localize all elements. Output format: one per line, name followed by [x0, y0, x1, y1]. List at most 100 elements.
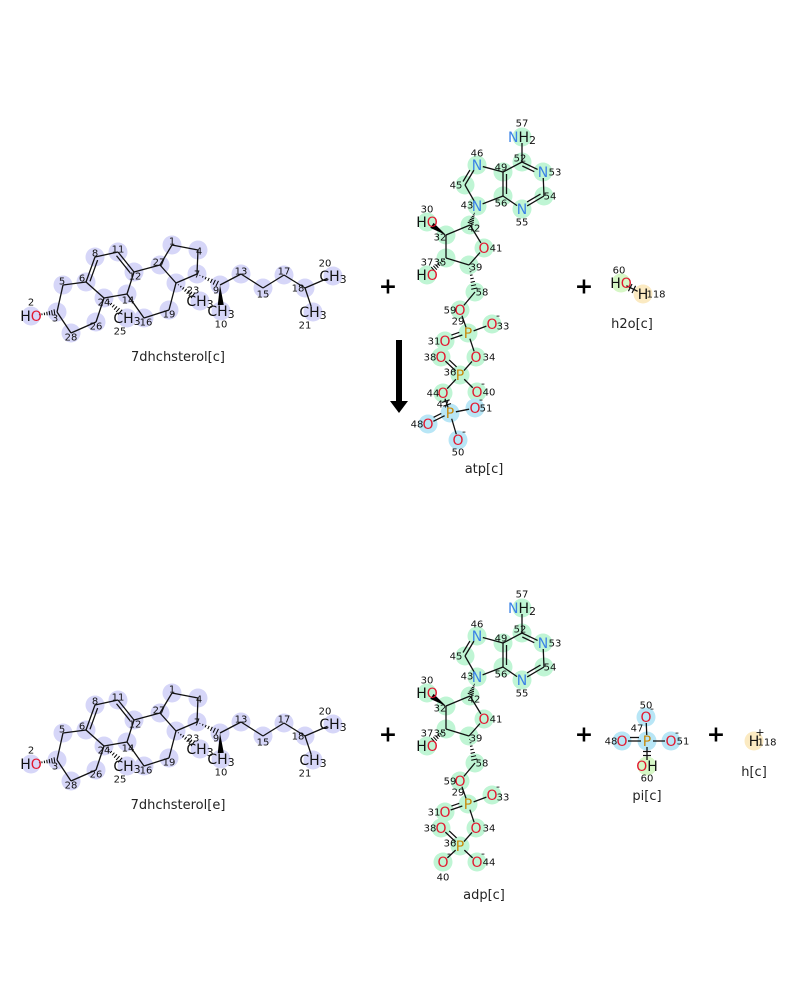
hash-bond	[177, 284, 180, 286]
single-bond	[482, 636, 504, 644]
atom-number: 31	[428, 337, 441, 348]
single-bond	[219, 721, 242, 734]
hash-bond	[470, 751, 475, 754]
single-bond	[521, 632, 538, 642]
single-bond	[542, 648, 545, 668]
atom-highlight	[303, 750, 323, 770]
atom-number: 20	[319, 259, 332, 270]
atom-number: 14	[122, 744, 135, 755]
atom-16: 16	[140, 766, 153, 777]
single-bond	[463, 378, 474, 389]
atom-highlight	[211, 749, 231, 769]
atom-highlight	[611, 273, 631, 293]
atom-52: 52	[514, 625, 527, 636]
atom-number: 42	[468, 224, 481, 235]
atom-number: 58	[476, 759, 489, 770]
hash-bond	[117, 757, 123, 763]
atom-number: 26	[90, 770, 103, 781]
single-bond	[304, 277, 328, 289]
hash-bond	[468, 220, 474, 224]
atom-36: P36	[444, 368, 465, 385]
hash-bond	[467, 692, 474, 696]
atom-number: 1	[169, 237, 175, 248]
atom-symbol: HO	[20, 309, 42, 325]
atom-number: 51	[480, 404, 493, 415]
single-bond	[159, 692, 173, 714]
atom-48: O48	[411, 417, 434, 433]
hash-bond	[439, 261, 442, 265]
single-bond	[445, 695, 471, 707]
single-bond	[262, 722, 285, 737]
molecule-name-7dhchsterol-e: 7dhchsterol[e]	[130, 798, 226, 813]
atom-14: 14	[122, 296, 135, 307]
atom-symbol: CH3	[319, 269, 346, 286]
atom-number: 50	[640, 701, 653, 712]
single-bond	[463, 832, 473, 842]
atom-charge: +	[755, 726, 764, 739]
atom-highlight	[435, 331, 455, 351]
atom-symbol: O	[469, 401, 480, 417]
hash-bond	[215, 280, 219, 287]
atom-number: 60	[613, 266, 626, 277]
atom-symbol: O	[439, 334, 450, 350]
wedge-bond	[217, 285, 224, 306]
atom-2: HO2	[20, 746, 42, 774]
atom-symbol: P	[464, 326, 472, 342]
single-bond	[482, 666, 504, 676]
atom-number: 38	[424, 824, 437, 835]
hash-bond	[188, 291, 193, 297]
atom-highlight	[211, 301, 231, 321]
hash-bond	[48, 310, 51, 316]
hash-bond	[467, 221, 474, 225]
atom-number: 35	[434, 258, 447, 269]
single-bond	[455, 408, 470, 413]
atom-7: 7	[194, 718, 200, 729]
atom-number: 46	[471, 620, 484, 631]
hash-bond	[107, 749, 110, 752]
atom-number: 50	[452, 448, 465, 459]
atom-number: 11	[112, 693, 125, 704]
hash-bond	[51, 758, 53, 764]
single-bond	[159, 712, 177, 732]
atom-number: 34	[483, 824, 496, 835]
hash-bond	[179, 285, 182, 288]
atom-54: 54	[544, 663, 557, 674]
atom-highlight	[303, 302, 323, 322]
atom-26: 26	[90, 322, 103, 333]
atom-highlight	[512, 598, 532, 618]
atom-number: 3	[52, 314, 58, 325]
broken-bond-mark	[631, 285, 637, 294]
single-bond	[463, 849, 474, 859]
atom-40: O40-	[437, 847, 451, 884]
atom-number: 44	[483, 858, 496, 869]
molecule-name-pi: pi[c]	[632, 789, 662, 804]
plus-sign: +	[574, 274, 594, 300]
hash-bond	[439, 732, 442, 736]
atom-symbol: O	[486, 788, 497, 804]
atom-highlight	[533, 162, 553, 182]
wedge-bond	[430, 693, 446, 706]
atom-number: 55	[516, 218, 529, 229]
single-bond	[542, 177, 545, 197]
atom-number: 16	[140, 318, 153, 329]
atom-charge: -	[481, 847, 485, 860]
double-bond-line	[451, 802, 460, 807]
atom-symbol: HO	[416, 739, 438, 755]
single-bond	[461, 315, 467, 328]
atom-31: O31	[428, 334, 451, 350]
atom-31: O31	[428, 805, 451, 821]
single-bond	[473, 325, 487, 332]
atom-number: 118	[646, 290, 665, 301]
hash-bond	[184, 736, 188, 740]
atom-symbol: O	[640, 710, 651, 726]
atom-8: 8	[92, 697, 98, 708]
atom-number: 47	[631, 724, 644, 735]
atom-3: 3	[52, 314, 58, 325]
hash-bond	[111, 752, 115, 756]
double-bond-line	[526, 664, 541, 674]
atom-symbol: O	[437, 855, 448, 871]
hash-bond	[472, 214, 475, 216]
